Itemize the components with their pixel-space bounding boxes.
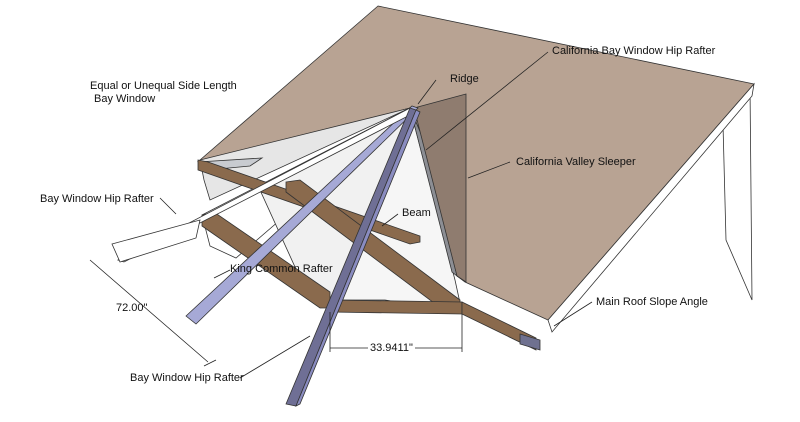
leader-bay-window-hip-rafter-upper: [159, 197, 177, 215]
beam-right-end: [519, 333, 541, 351]
king-common-rafter: [185, 105, 419, 325]
diagram-title-line2: Bay Window: [94, 93, 156, 105]
label-bay-window-hip-rafter-lower: Bay Window Hip Rafter: [130, 372, 244, 384]
leader-ridge: [417, 79, 437, 105]
dimension-side-length: 72.00": [116, 302, 148, 314]
label-california-bay-window-hip-rafter: California Bay Window Hip Rafter: [552, 45, 716, 57]
bay-window-hip-rafter-upper-face: [111, 219, 201, 263]
leader-king-common-rafter: [213, 269, 231, 279]
leader-main-roof-slope-angle: [553, 301, 593, 327]
bay-roof-face-left-upper: [199, 107, 411, 201]
leader-california-bay-window-hip-rafter: [425, 51, 549, 151]
dimension-line-side-length: [89, 259, 209, 363]
leader-california-valley-sleeper: [467, 161, 511, 179]
label-king-common-rafter: King Common Rafter: [230, 263, 333, 275]
beam-front: [329, 299, 463, 315]
label-bay-window-hip-rafter-upper: Bay Window Hip Rafter: [40, 193, 154, 205]
diagram-title-line1: Equal or Unequal Side Length: [90, 80, 237, 92]
dimension-extension-side-length: [203, 359, 217, 367]
california-valley-sleeper: [413, 93, 467, 283]
leader-beam: [381, 213, 399, 227]
beam-right: [461, 301, 537, 351]
label-beam: Beam: [402, 207, 431, 219]
label-ridge: Ridge: [450, 73, 479, 85]
leader-bay-window-hip-rafter-lower: [239, 335, 311, 379]
label-main-roof-slope-angle: Main Roof Slope Angle: [596, 296, 708, 308]
bay-window-hip-rafter-lower-face: [295, 109, 421, 407]
dimension-bay-width: 33.9411": [368, 342, 415, 355]
main-roof-fascia: [547, 82, 755, 333]
label-california-valley-sleeper: California Valley Sleeper: [516, 156, 636, 168]
